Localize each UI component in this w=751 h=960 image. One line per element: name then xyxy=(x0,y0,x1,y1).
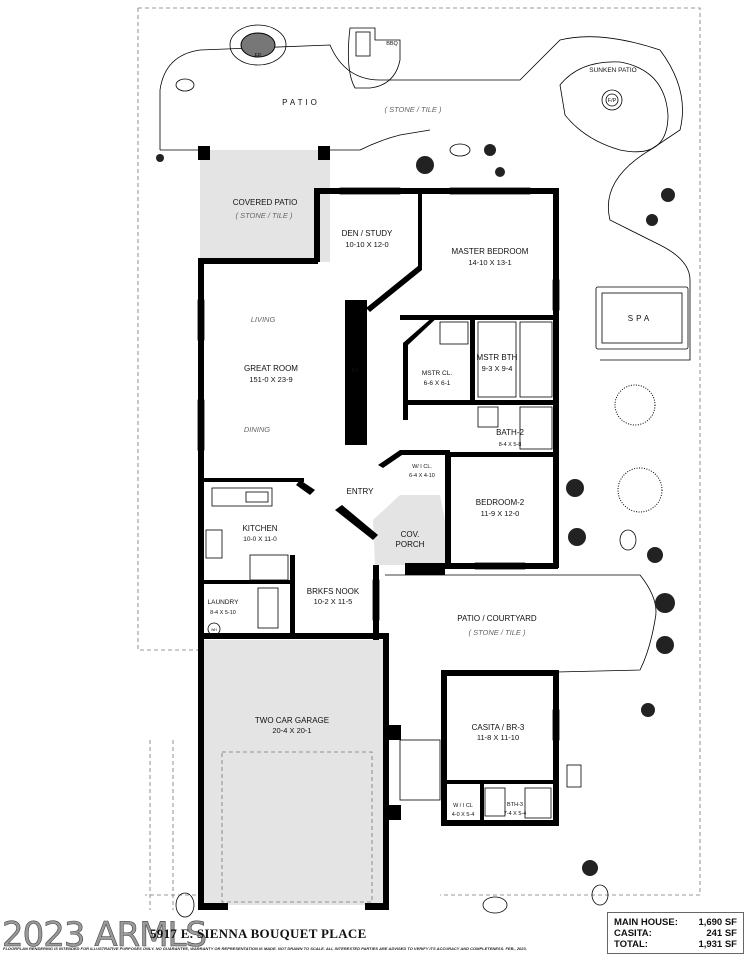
garage-door-outline xyxy=(221,751,373,903)
garage-label: TWO CAR GARAGE xyxy=(255,716,329,725)
master-bedroom-label: MASTER BEDROOM xyxy=(452,247,529,256)
kitchen-label: KITCHEN xyxy=(242,524,277,533)
water-heater-label: WH xyxy=(211,628,217,632)
courtyard-material-label: ( STONE / TILE ) xyxy=(469,628,526,637)
brkfs-nook-label: BRKFS NOOK xyxy=(307,587,360,596)
fireplace-label: FP xyxy=(351,368,358,374)
bbq xyxy=(347,27,401,89)
great-room-label: GREAT ROOM xyxy=(244,364,298,373)
brkfs-nook-dim: 10-2 X 11-5 xyxy=(314,597,353,606)
den-label: DEN / STUDY xyxy=(342,229,393,238)
disclaimer: FLOORPLAN RENDERING IS INTENDED FOR ILLU… xyxy=(3,946,527,951)
entry-label: ENTRY xyxy=(347,487,375,496)
sunken-fp-label: F/P xyxy=(608,98,617,104)
bath2-dim: 8-4 X 5-8 xyxy=(499,442,522,448)
sf-value: 1,690 SF xyxy=(698,917,737,928)
den-dim: 10-10 X 12-0 xyxy=(345,240,388,249)
courtyard-label: PATIO / COURTYARD xyxy=(457,614,537,623)
covered-patio-label: COVERED PATIO xyxy=(233,198,298,207)
casita-label: CASITA / BR-3 xyxy=(472,723,525,732)
casita-closet-dim: 4-0 X 5-4 xyxy=(452,812,475,818)
bedroom2-label: BEDROOM-2 xyxy=(476,498,525,507)
windows xyxy=(197,187,560,741)
sf-label: CASITA: xyxy=(614,928,652,939)
wi-closet-dim: 6-4 X 4-10 xyxy=(409,473,435,479)
bath2-label: BATH-2 xyxy=(496,428,524,437)
watermark: 2023 ARMLS xyxy=(2,915,208,955)
casita-dim: 11-8 X 11-10 xyxy=(477,733,519,742)
cov-porch-area xyxy=(373,495,445,565)
bath3-label: BTH-3 xyxy=(507,802,523,808)
garage-dim: 20-4 X 20-1 xyxy=(272,726,311,735)
laundry-label: LAUNDRY xyxy=(208,599,240,606)
master-bath-label: MSTR BTH xyxy=(477,353,518,362)
master-closet-label: MSTR CL. xyxy=(422,370,453,377)
dining-label: DINING xyxy=(244,425,270,434)
cov-porch-label-2: PORCH xyxy=(396,540,425,549)
bedroom2-dim: 11-9 X 12-0 xyxy=(481,509,520,518)
driveway xyxy=(149,740,174,910)
sf-row-casita: CASITA: 241 SF xyxy=(614,928,737,939)
sf-value: 241 SF xyxy=(706,928,737,939)
square-footage-box: MAIN HOUSE: 1,690 SF CASITA: 241 SF TOTAL:… xyxy=(607,912,744,954)
property-address: 5917 E. SIENNA BOUQUET PLACE xyxy=(150,926,367,941)
great-room-dim: 151-0 X 23-9 xyxy=(249,375,292,384)
master-bedroom-dim: 14-10 X 13-1 xyxy=(468,258,511,267)
bath3-dim: 7-4 X 5-4 xyxy=(504,811,527,817)
walls xyxy=(198,146,559,910)
spa-label: SPA xyxy=(628,314,652,323)
outdoor-fireplace xyxy=(229,24,287,66)
outdoor-fp-label: FP xyxy=(254,53,261,59)
sf-value: 1,931 SF xyxy=(698,939,737,950)
master-bath-dim: 9-3 X 9-4 xyxy=(482,364,513,373)
rear-patio-outline xyxy=(159,36,691,361)
garage-floor xyxy=(200,640,385,905)
landscaping xyxy=(156,78,675,918)
sf-label: TOTAL: xyxy=(614,939,648,950)
wi-closet-label: W/ I CL. xyxy=(412,464,432,470)
bbq-label: BBQ xyxy=(386,41,398,47)
covered-patio-sub: ( STONE / TILE ) xyxy=(236,211,293,220)
sf-row-total: TOTAL: 1,931 SF xyxy=(614,939,737,950)
sf-row-main: MAIN HOUSE: 1,690 SF xyxy=(614,917,737,928)
sf-label: MAIN HOUSE: xyxy=(614,917,678,928)
casita-closet-label: W / I CL xyxy=(453,803,473,809)
covered-patio-area xyxy=(200,150,330,262)
living-label: LIVING xyxy=(251,315,276,324)
room-labels: COVERED PATIO ( STONE / TILE ) DEN / STU… xyxy=(208,198,529,818)
cov-porch-label: COV. xyxy=(401,530,420,539)
kitchen-dim: 10-0 X 11-0 xyxy=(243,536,277,543)
patio-label: PATIO xyxy=(282,98,320,107)
laundry-dim: 8-4 X 5-10 xyxy=(210,610,236,616)
courtyard-outline xyxy=(385,574,657,673)
master-closet-dim: 6-6 X 6-1 xyxy=(424,380,451,387)
sunken-patio-label: SUNKEN PATIO xyxy=(589,67,636,74)
outdoor-labels: FP BBQ PATIO ( STONE / TILE ) SUNKEN PAT… xyxy=(254,41,652,637)
fixtures xyxy=(205,321,582,819)
patio-material-label: ( STONE / TILE ) xyxy=(385,105,442,114)
